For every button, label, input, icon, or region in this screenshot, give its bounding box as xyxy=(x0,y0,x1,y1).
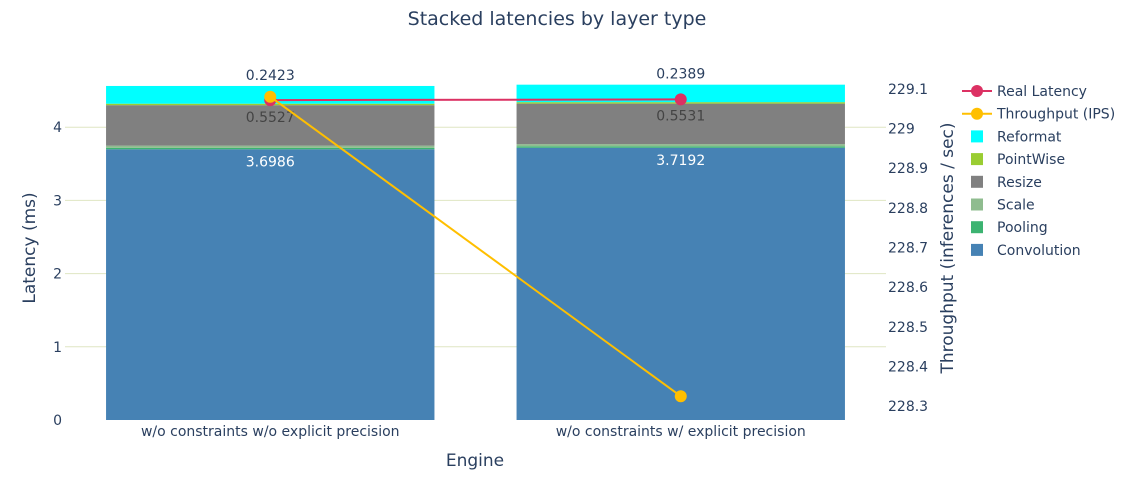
bars xyxy=(106,84,845,421)
legend-label: Convolution xyxy=(997,243,1081,259)
bar-value-label: 0.2389 xyxy=(656,67,705,83)
y2-tick-label: 229.1 xyxy=(888,82,928,98)
y2-axis-ticks: 228.3 228.4 228.5 228.6 228.7 228.8 228.9 229 22… xyxy=(888,82,928,415)
chart-title: Stacked latencies by layer type xyxy=(408,8,707,30)
y-axis-ticks: 0 1 2 3 4 xyxy=(53,120,62,429)
bar-segment-convolution xyxy=(516,147,845,420)
bar-value-label: 3.6986 xyxy=(246,154,295,170)
series-point xyxy=(674,93,687,106)
y-tick-label: 3 xyxy=(53,193,62,209)
y-tick-label: 2 xyxy=(53,267,62,283)
bar-value-label: 0.5531 xyxy=(656,109,705,125)
bar-segment-pooling xyxy=(106,147,435,150)
y2-tick-label: 228.3 xyxy=(888,399,928,415)
y2-tick-label: 228.5 xyxy=(888,320,928,336)
bar-segment-convolution xyxy=(106,149,435,421)
y-axis-title: Latency (ms) xyxy=(20,192,40,303)
lines xyxy=(264,90,687,403)
series-point xyxy=(264,90,277,103)
legend-label: Reformat xyxy=(997,129,1062,145)
bar-value-label: 0.5527 xyxy=(246,110,295,126)
x-tick-label: w/o constraints w/ explicit precision xyxy=(556,424,806,440)
legend-box-swatch xyxy=(971,198,983,211)
legend-box-swatch xyxy=(971,175,983,188)
series-line-real-latency xyxy=(270,98,681,102)
segment-labels: 3.6986 0.5527 0.2423 3.7192 0.5531 0.2389 xyxy=(246,67,706,171)
legend-label: Throughput (IPS) xyxy=(996,107,1115,123)
legend-box-swatch xyxy=(971,130,983,143)
bar-segment-pooling xyxy=(516,146,845,148)
x-axis-ticks: w/o constraints w/o explicit precision w/… xyxy=(141,424,806,440)
y-tick-label: 0 xyxy=(53,413,62,429)
y2-tick-label: 228.4 xyxy=(888,359,928,375)
series-line-throughput-ips- xyxy=(269,95,682,398)
y2-tick-label: 228.6 xyxy=(888,280,928,296)
bar-segment-scale xyxy=(106,145,435,148)
legend-marker xyxy=(971,85,983,97)
legend-box-swatch xyxy=(971,153,983,166)
legend-label: Scale xyxy=(997,198,1035,214)
series-point xyxy=(674,390,687,403)
legend-box-swatch xyxy=(971,243,983,256)
y-tick-label: 1 xyxy=(53,340,62,356)
y2-tick-label: 228.7 xyxy=(888,240,928,256)
bar-segment-resize xyxy=(516,103,845,145)
x-tick-label: w/o constraints w/o explicit precision xyxy=(141,424,400,440)
legend-label: PointWise xyxy=(997,152,1065,168)
y2-tick-label: 228.9 xyxy=(888,161,928,177)
bar-segment-scale xyxy=(516,144,845,147)
y2-tick-label: 229 xyxy=(888,121,915,137)
legend-marker xyxy=(971,107,983,120)
x-axis-title: Engine xyxy=(446,451,504,471)
legend-label: Pooling xyxy=(997,220,1048,236)
legend-box-swatch xyxy=(971,221,983,234)
bar-segment-resize xyxy=(106,105,435,146)
bar-value-label: 0.2423 xyxy=(246,68,295,84)
y2-axis-title: Throughput (inferences / sec) xyxy=(938,122,958,374)
y2-tick-label: 228.8 xyxy=(888,201,928,217)
legend-label: Real Latency xyxy=(997,84,1087,100)
legend-label: Resize xyxy=(997,175,1042,191)
bar-value-label: 3.7192 xyxy=(656,153,705,169)
y-tick-label: 4 xyxy=(53,120,62,136)
